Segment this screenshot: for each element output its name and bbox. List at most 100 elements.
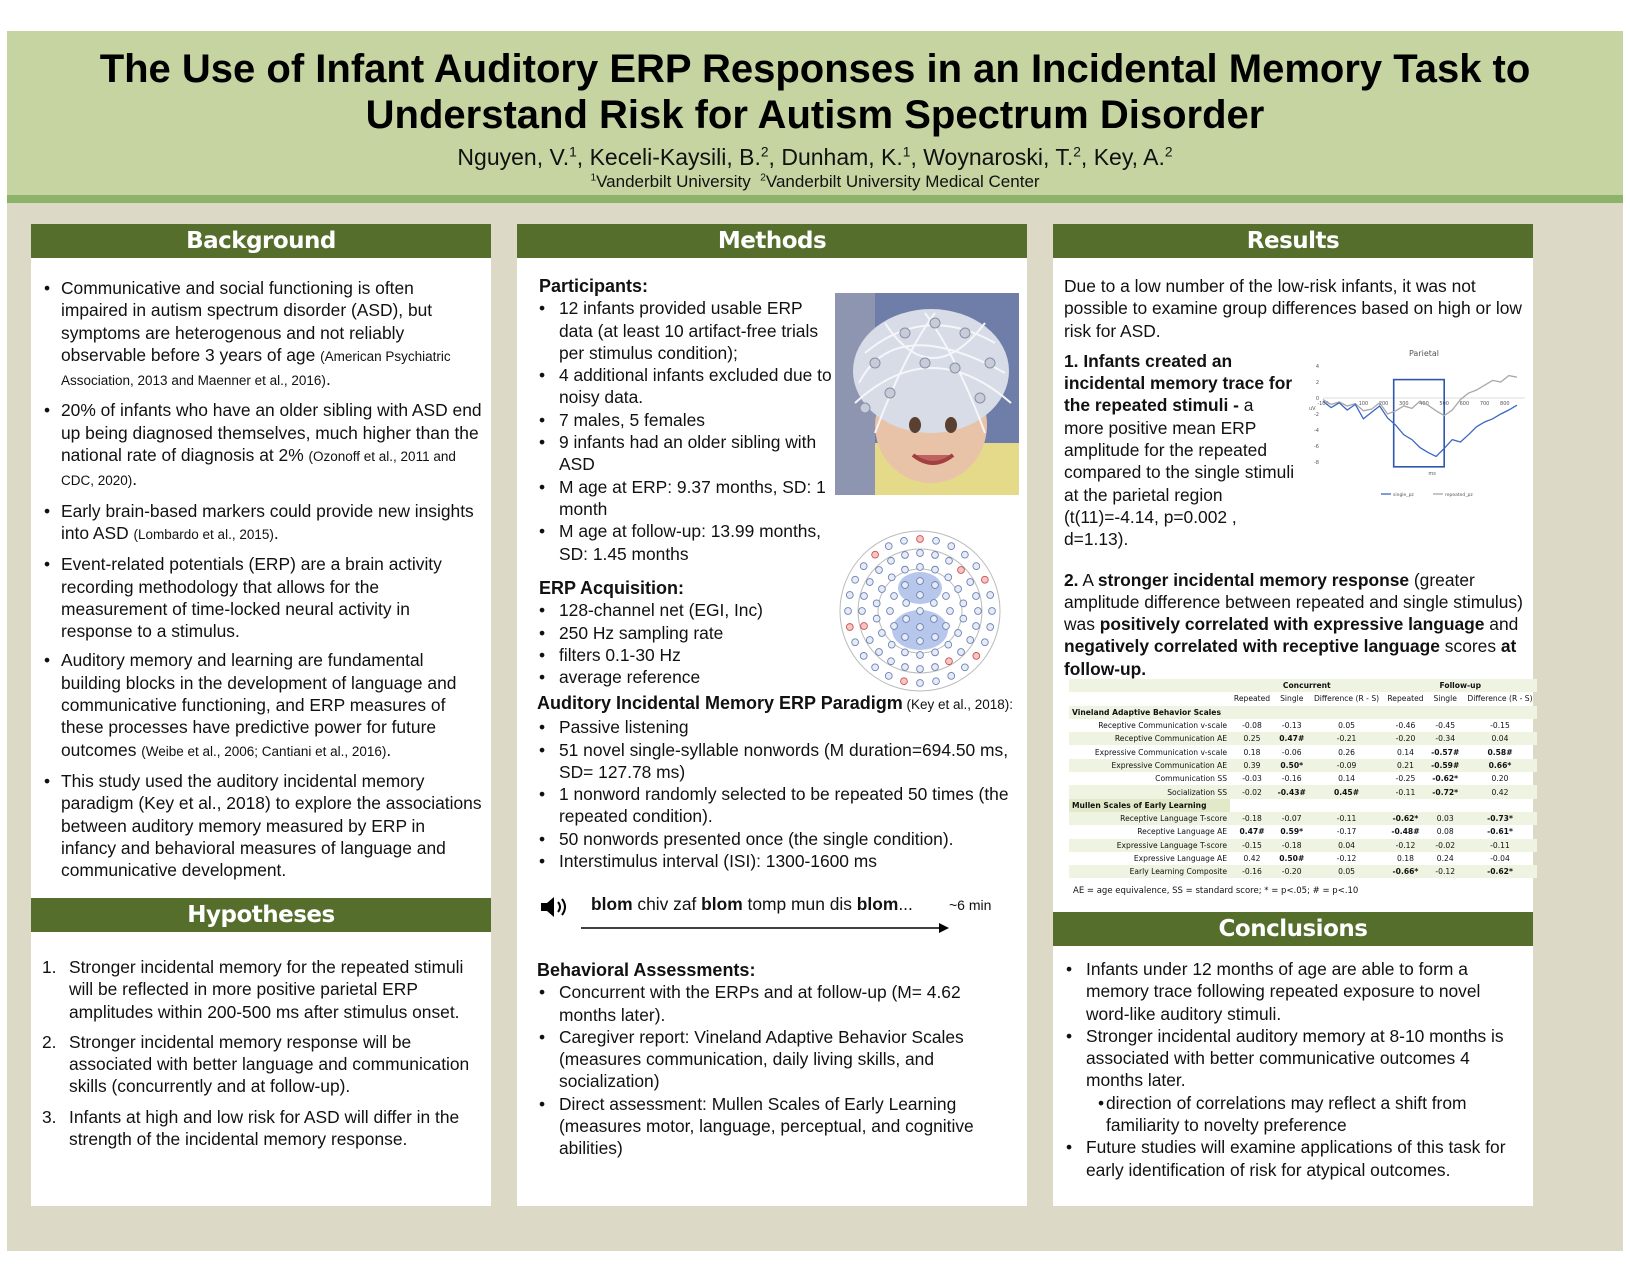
table-cell: -0.17 — [1336, 827, 1357, 837]
speaker-icon — [541, 897, 566, 917]
author-separator: , — [576, 144, 590, 170]
y-tick-label: -8 — [1314, 460, 1319, 466]
eeg-electrode — [858, 607, 866, 615]
series-line-single_pz — [1322, 400, 1518, 458]
background-heading: Background — [31, 224, 491, 258]
eeg-electrode — [902, 599, 910, 607]
table-cell: -0.62* — [1383, 811, 1428, 826]
hypotheses-heading: Hypotheses — [31, 898, 491, 932]
author-list: Nguyen, V.1, Keceli-Kaysili, B.2, Dunham… — [7, 144, 1623, 171]
eeg-electrode — [887, 657, 895, 666]
author-separator: , — [768, 144, 782, 170]
eeg-electrode — [942, 592, 950, 600]
eeg-electrode — [860, 592, 868, 600]
repeated-word: blom — [701, 894, 743, 914]
eeg-electrode — [981, 638, 989, 647]
table-section-filler — [1230, 799, 1274, 812]
eeg-electrode — [932, 677, 940, 686]
table-cell: -0.73* — [1463, 811, 1537, 826]
table-cell: -0.03 — [1242, 774, 1262, 784]
eeg-electrode — [860, 622, 868, 630]
eeg-electrode — [900, 536, 908, 545]
x-axis-label: ms — [1428, 471, 1436, 477]
eeg-electrode — [972, 592, 980, 600]
table-cell: 0.66* — [1463, 758, 1537, 773]
eeg-electrode — [916, 607, 924, 615]
eeg-electrode — [931, 663, 939, 671]
table-cell: 0.59* — [1280, 827, 1304, 837]
eeg-electrode — [845, 591, 854, 599]
table-cell: -0.15 — [1230, 838, 1274, 852]
table-cell: 0.47# — [1273, 732, 1310, 746]
conclusion-subtext: direction of correlations may reflect a … — [1106, 1092, 1467, 1136]
finding-2-h: at follow-up. — [1064, 636, 1517, 679]
table-row-label: Socialization SS — [1069, 785, 1231, 799]
y-tick-label: -6 — [1314, 444, 1319, 450]
eeg-electrode — [871, 550, 879, 559]
table-section-filler — [1427, 705, 1464, 719]
conclusion-item: Infants under 12 months of age are able … — [1064, 958, 1525, 1025]
table-corner-cell — [1069, 679, 1231, 693]
eeg-electrode — [900, 677, 908, 686]
table-cell: 0.42 — [1243, 854, 1261, 863]
table-cell: -0.09 — [1309, 758, 1384, 773]
conclusion-subbullet: • — [1098, 1092, 1105, 1113]
table-cell: -0.02 — [1427, 838, 1464, 852]
participant-item: M age at follow-up: 13.99 months, SD: 1.… — [537, 520, 837, 565]
paradigm-item: 50 nonwords presented once (the single c… — [537, 828, 1017, 851]
eeg-electrode — [872, 599, 881, 608]
table-section-filler — [1463, 799, 1537, 812]
finding-2-d: positively correlated with expressive la… — [1099, 614, 1485, 635]
eeg-electrode — [865, 636, 874, 644]
table-row: Receptive Communication v-scale-0.08-0.1… — [1069, 719, 1537, 732]
finding-1-text: a more positive mean ERP amplitude for t… — [1064, 395, 1295, 550]
legend-label-single_pz: single_pz — [1393, 492, 1414, 498]
author-separator: , — [1080, 144, 1094, 170]
eeg-electrode — [916, 535, 924, 543]
background-end: . — [273, 522, 279, 543]
table-section-filler — [1310, 799, 1384, 812]
table-cell: 0.58# — [1487, 747, 1513, 757]
table-section-filler — [1274, 799, 1310, 812]
table-cell: -0.21 — [1309, 732, 1384, 746]
table-column-header: Repeated — [1387, 694, 1424, 704]
y-tick-label: 0 — [1316, 396, 1319, 402]
table-row-label: Expressive Language AE — [1133, 854, 1228, 863]
table-cell: -0.12 — [1427, 865, 1464, 879]
results-intro: Due to a low number of the low-risk infa… — [1064, 276, 1522, 341]
participants-heading: Participants: — [539, 276, 649, 296]
conclusions-list: Infants under 12 months of age are able … — [1053, 946, 1533, 1181]
table-cell: -0.11 — [1463, 838, 1537, 852]
eeg-electrode — [931, 633, 939, 641]
eeg-electrode — [972, 652, 981, 660]
hypothesis-text: Stronger incidental memory for the repea… — [69, 957, 464, 1022]
eeg-electrode — [930, 615, 938, 623]
eeg-electrode — [981, 575, 989, 584]
eeg-electrode — [878, 629, 886, 637]
eeg-electrode — [901, 663, 909, 671]
title-line-2: Understand Risk for Autism Spectrum Diso… — [365, 93, 1265, 137]
finding-2-c: (greater amplitude difference between re… — [1064, 569, 1523, 635]
repeated-word: blom — [591, 894, 633, 914]
title-line-1: The Use of Infant Auditory ERP Responses… — [99, 47, 1531, 91]
behavioral-item: Direct assessment: Mullen Scales of Earl… — [537, 1093, 1017, 1160]
behavioral-item: Concurrent with the ERPs and at follow-u… — [537, 981, 1017, 1026]
repeated-word: blom — [856, 894, 899, 914]
table-section-filler — [1427, 799, 1463, 812]
table-row-label: Receptive Language AE — [1137, 827, 1228, 837]
background-citation: (Lombardo et al., 2015) — [133, 526, 274, 542]
table-section-filler — [1273, 705, 1310, 719]
table-row-label: Communication SS — [1155, 774, 1228, 784]
table-cell: -0.16 — [1281, 774, 1302, 784]
eeg-electrode — [972, 562, 981, 570]
background-end: . — [132, 469, 138, 490]
finding-1-bold: Infants created an incidental memory tra… — [1064, 350, 1293, 416]
author-affiliation-number: 1 — [902, 144, 911, 160]
eeg-electrode — [887, 573, 896, 582]
finding-1: 1. Infants created an incidental memory … — [1064, 350, 1296, 551]
background-item: Auditory memory and learning are fundame… — [39, 649, 483, 762]
table-section-filler — [1463, 705, 1537, 719]
